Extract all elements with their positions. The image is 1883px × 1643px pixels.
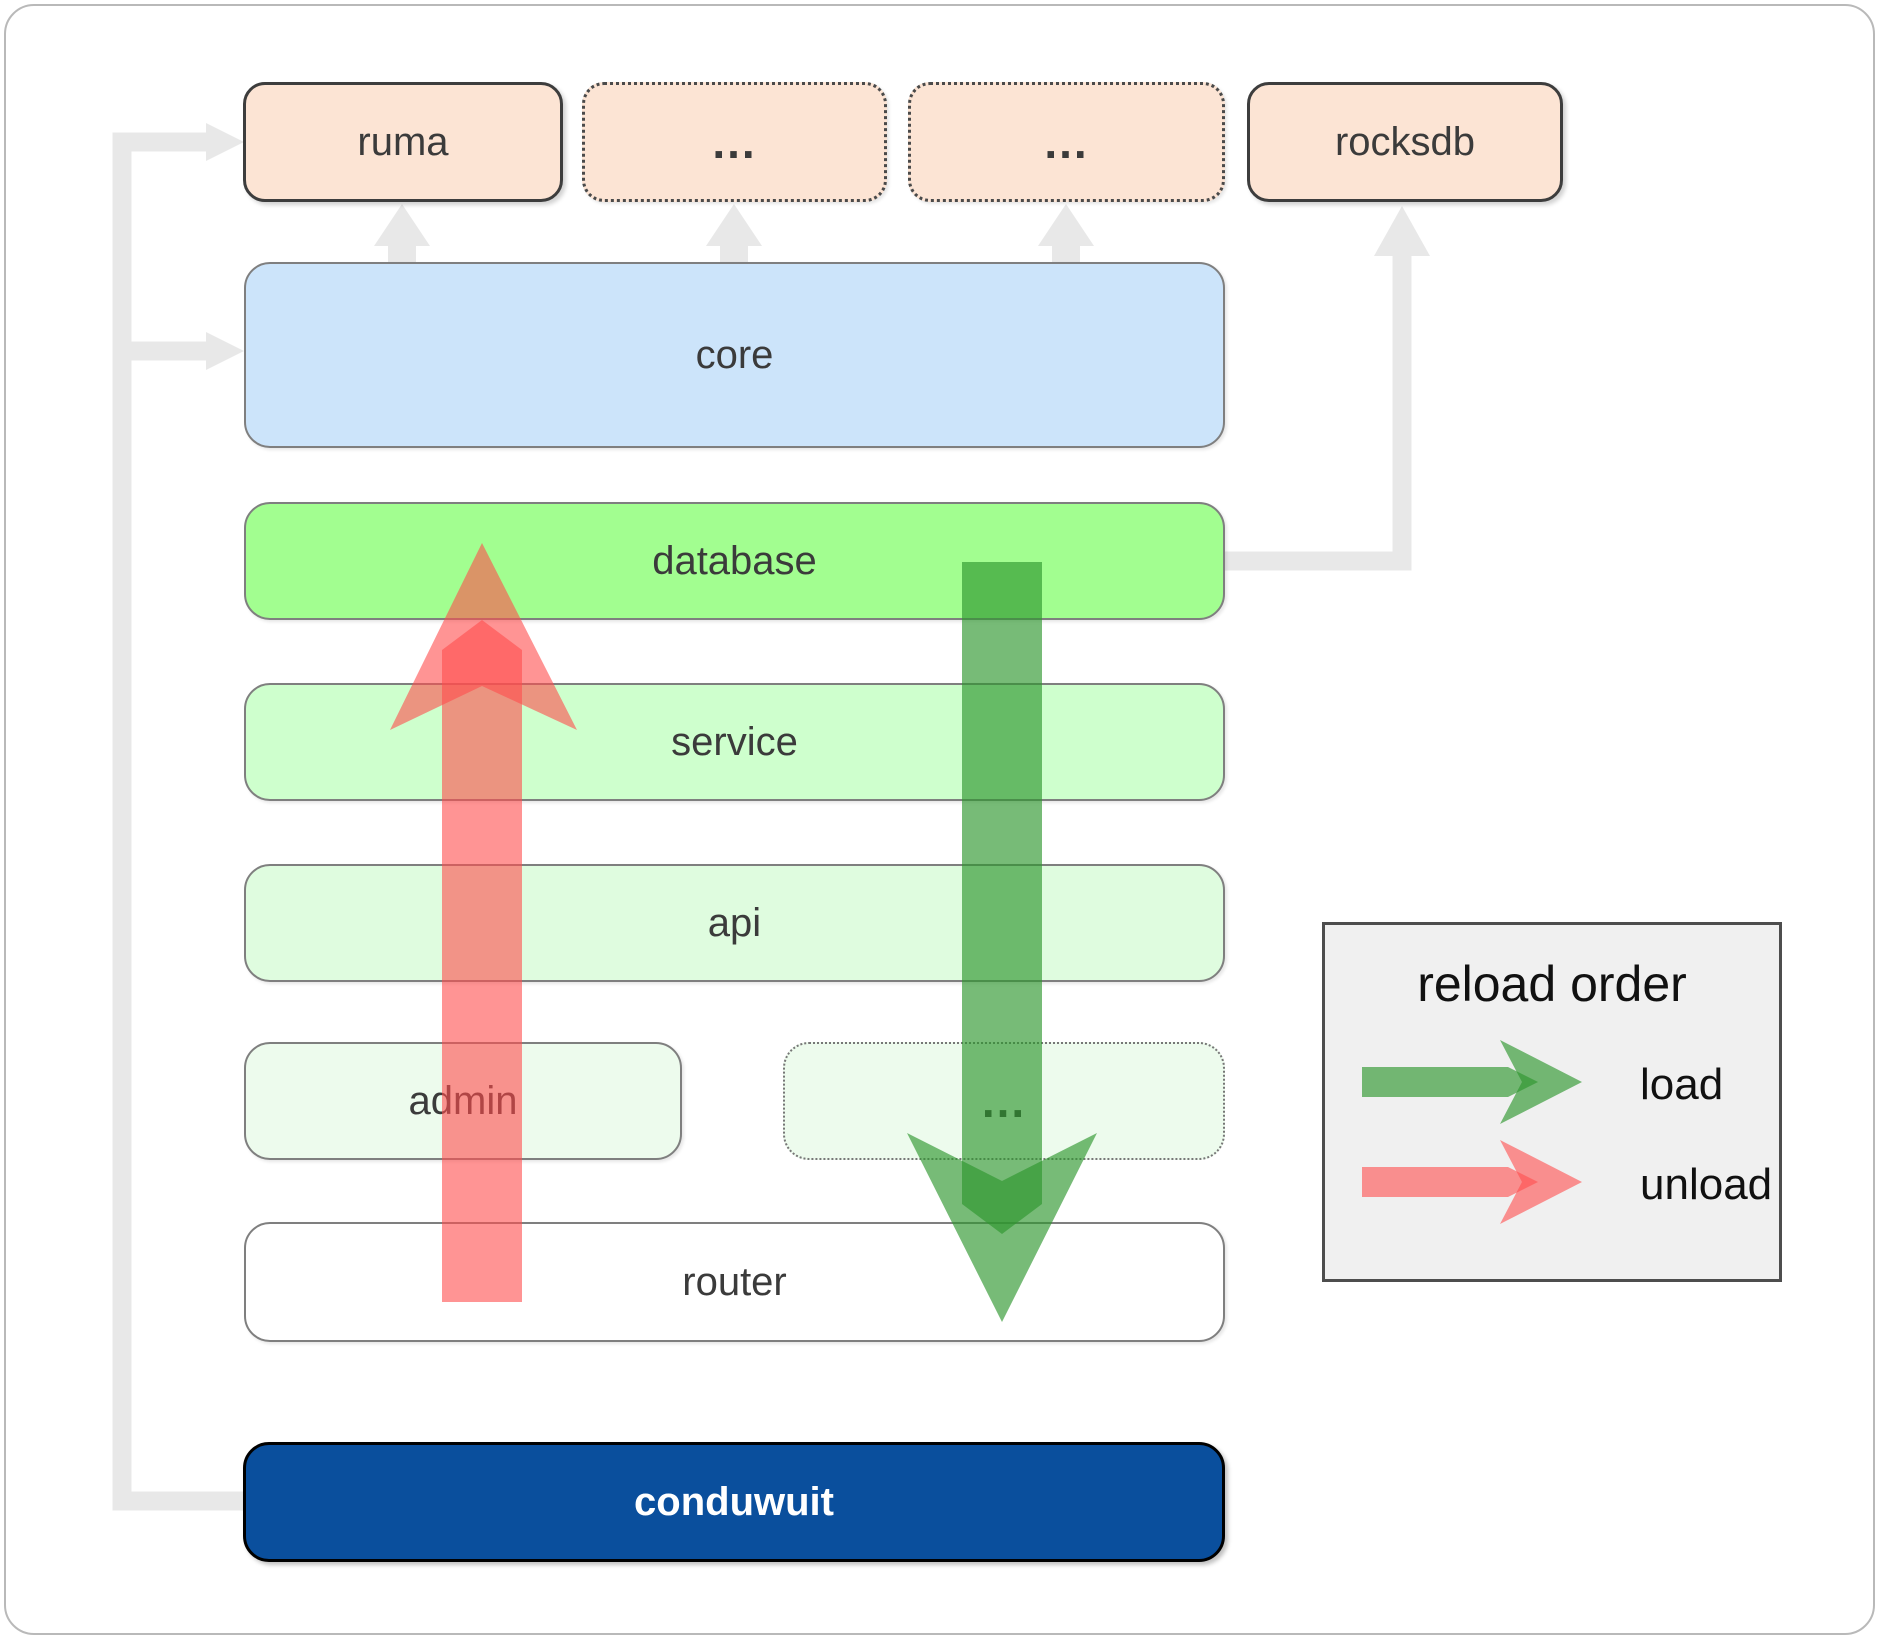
node-service-label: service	[671, 719, 798, 764]
node-conduwuit: conduwuit	[243, 1442, 1225, 1562]
node-core: core	[244, 262, 1225, 448]
node-router-label: router	[682, 1259, 787, 1304]
node-core-label: core	[695, 332, 774, 377]
legend: reload order load unload	[1322, 922, 1782, 1282]
node-ext2: ...	[908, 82, 1225, 202]
node-ext1: ...	[582, 82, 887, 202]
node-api-label: api	[707, 900, 762, 945]
node-ext1-label: ...	[712, 116, 757, 168]
node-rocksdb: rocksdb	[1247, 82, 1563, 202]
legend-load-label: load	[1640, 1060, 1724, 1109]
node-admin: admin	[244, 1042, 682, 1160]
legend-title: reload order	[1417, 956, 1687, 1012]
node-api: api	[244, 864, 1225, 982]
node-ext2-label: ...	[1044, 116, 1089, 168]
outer-frame	[4, 4, 1875, 1635]
node-ruma-label: ruma	[357, 119, 449, 164]
node-conduwuit-label: conduwuit	[634, 1479, 834, 1524]
node-ext3: ...	[783, 1042, 1225, 1160]
node-rocksdb-label: rocksdb	[1334, 119, 1476, 164]
node-service: service	[244, 683, 1225, 801]
node-ext3-label: ...	[981, 1075, 1027, 1127]
node-database: database	[244, 502, 1225, 620]
node-database-label: database	[652, 538, 817, 583]
node-router: router	[244, 1222, 1225, 1342]
node-admin-label: admin	[408, 1078, 518, 1123]
node-ruma: ruma	[243, 82, 563, 202]
legend-unload-label: unload	[1640, 1160, 1773, 1209]
